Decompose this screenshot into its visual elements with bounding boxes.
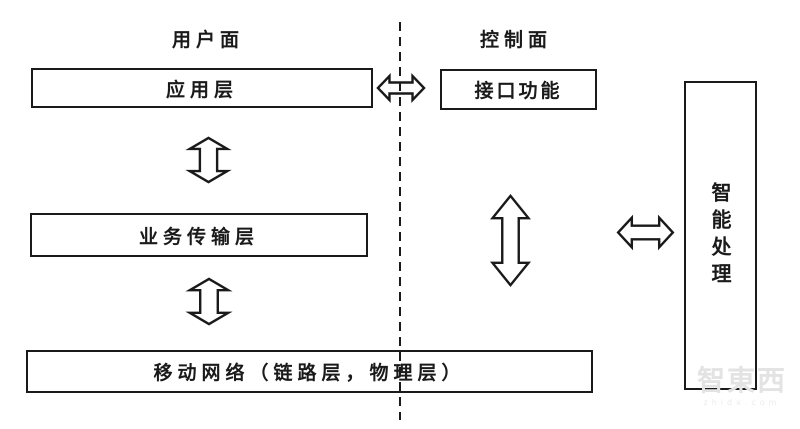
application-layer-box: 应用层 (31, 68, 373, 108)
app-interface-double-arrow-icon (377, 73, 425, 103)
watermark-logo: 智東西 (696, 364, 787, 397)
intelligent-processing-label: 智能处理 (708, 181, 732, 290)
watermark: 智東西 zhidx.com (686, 364, 798, 407)
control-plane-label: 控制面 (479, 29, 552, 51)
service-transport-layer-box: 业务传输层 (30, 213, 368, 257)
mobile-network-label: 移动网络（链路层，物理层） (153, 362, 466, 384)
interface-function-box: 接口功能 (440, 69, 597, 110)
intelligent-processing-double-arrow-icon (617, 214, 674, 251)
service-transport-layer-label: 业务传输层 (138, 225, 259, 248)
control-plane-vertical-double-arrow-icon (488, 194, 533, 287)
app-transport-double-arrow-icon (185, 137, 232, 183)
user-plane-label: 用户面 (171, 29, 244, 51)
watermark-domain: zhidx.com (703, 397, 781, 407)
interface-function-label: 接口功能 (474, 80, 563, 102)
intelligent-processing-box: 智能处理 (684, 81, 757, 390)
application-layer-label: 应用层 (165, 78, 238, 101)
transport-network-double-arrow-icon (185, 278, 233, 325)
mobile-network-box: 移动网络（链路层，物理层） (26, 350, 593, 393)
